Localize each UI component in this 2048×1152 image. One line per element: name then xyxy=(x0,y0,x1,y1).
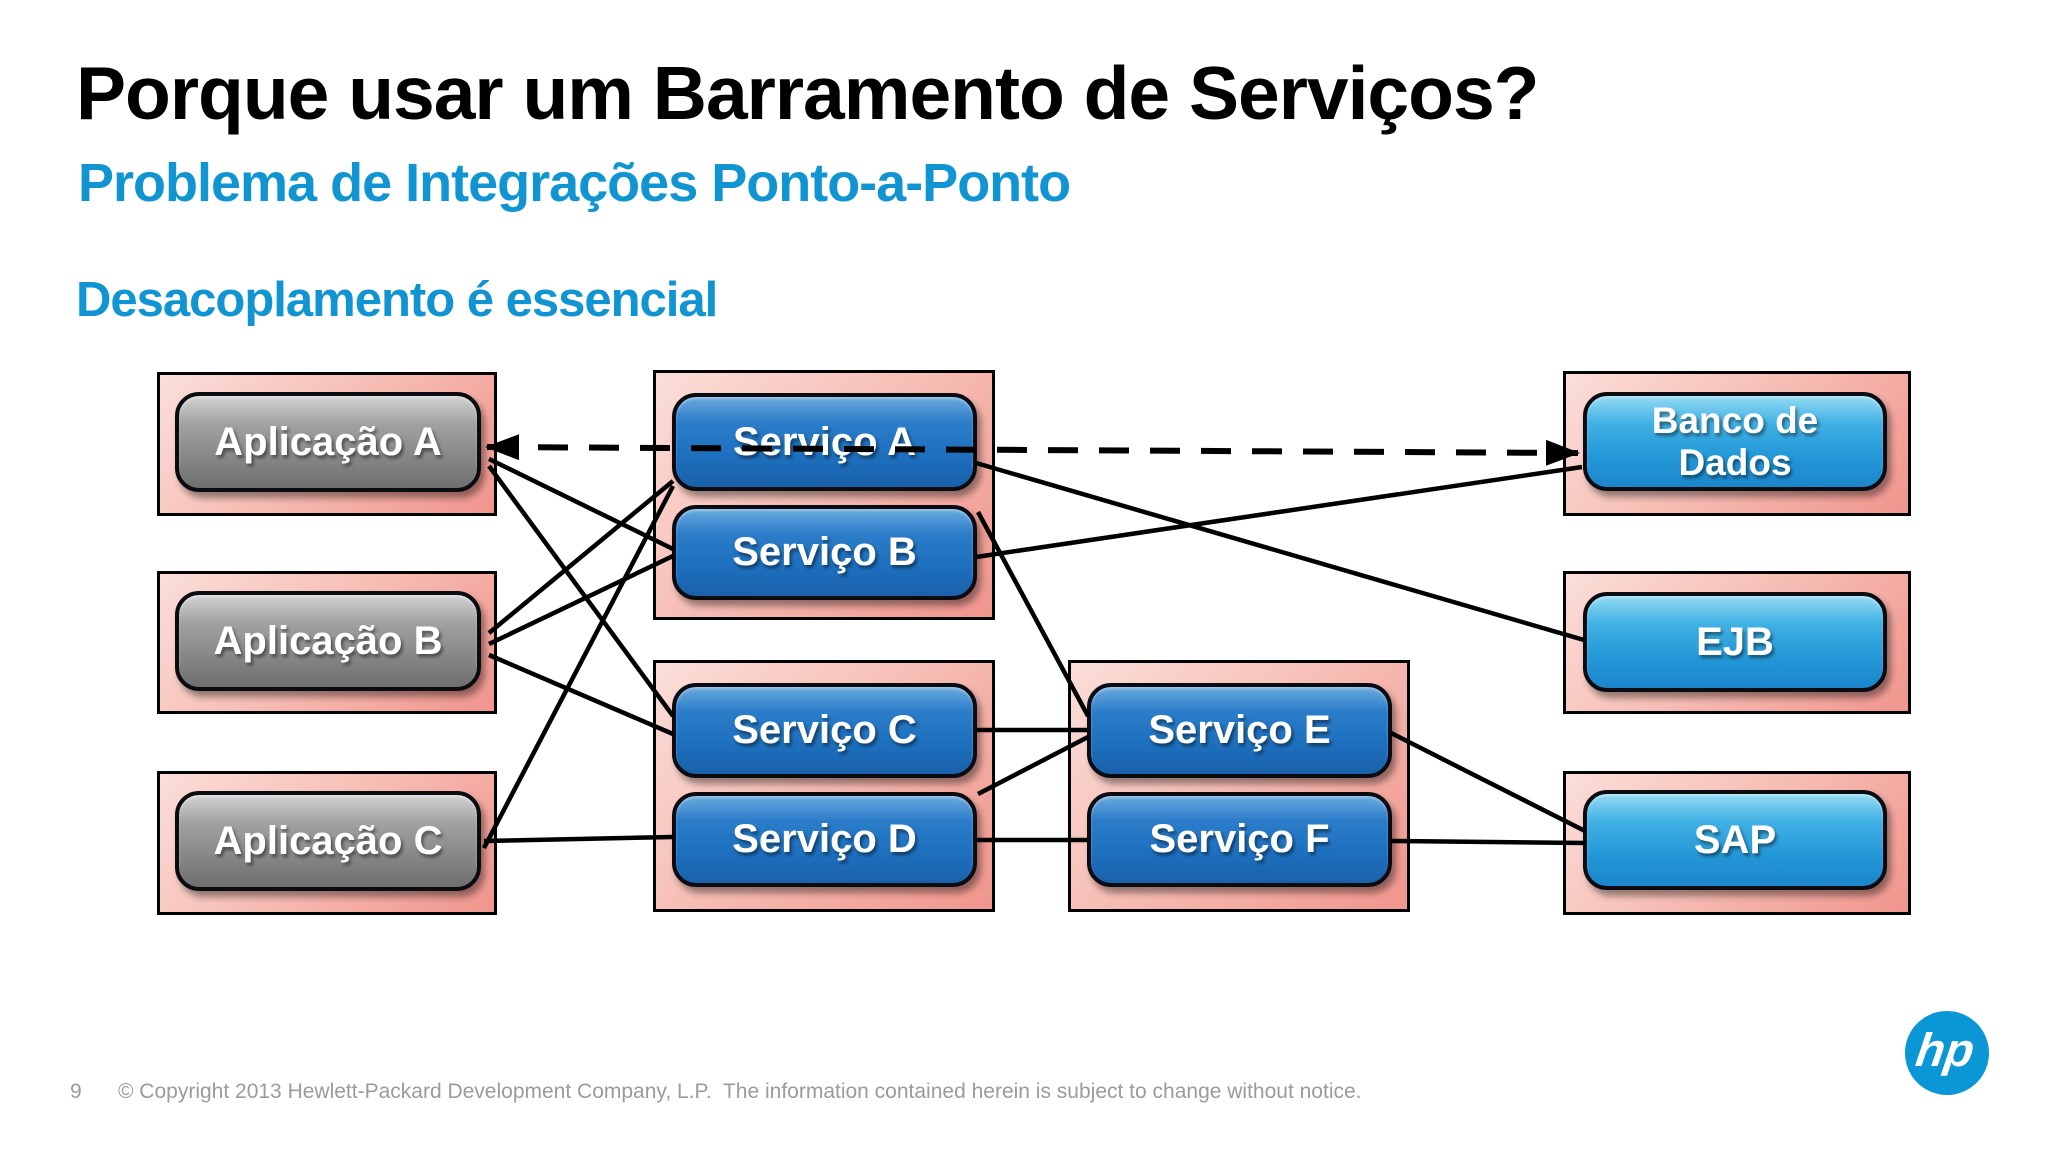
node-servico-c: Serviço C xyxy=(672,683,977,778)
node-app-b: Aplicação B xyxy=(175,591,481,691)
hp-logo: hp xyxy=(1905,1011,1989,1095)
node-banco-de-dados: Banco de Dados xyxy=(1583,392,1887,491)
node-app-c: Aplicação C xyxy=(175,791,481,891)
node-app-a: Aplicação A xyxy=(175,392,481,492)
slide-subtitle: Problema de Integrações Ponto-a-Ponto xyxy=(78,153,1071,213)
node-servico-a: Serviço A xyxy=(672,393,977,491)
hp-logo-text: hp xyxy=(1913,1022,1978,1076)
page-number: 9 xyxy=(70,1080,82,1103)
slide-title: Porque usar um Barramento de Serviços? xyxy=(76,51,1539,135)
section-heading: Desacoplamento é essencial xyxy=(76,273,718,327)
node-servico-b: Serviço B xyxy=(672,505,977,600)
node-ejb: EJB xyxy=(1583,592,1887,692)
node-servico-f: Serviço F xyxy=(1087,792,1392,887)
node-sap: SAP xyxy=(1583,790,1887,890)
node-servico-d: Serviço D xyxy=(672,792,977,887)
node-servico-e: Serviço E xyxy=(1087,683,1392,778)
copyright-notice: © Copyright 2013 Hewlett-Packard Develop… xyxy=(118,1080,1362,1103)
